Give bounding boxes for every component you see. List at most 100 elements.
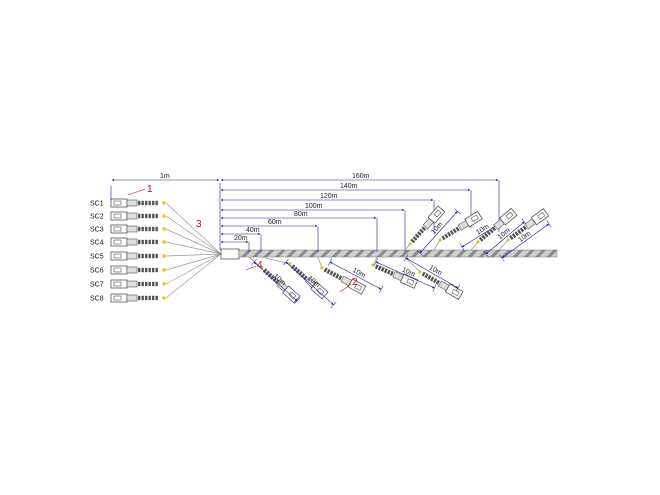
- boot-rib: [380, 266, 385, 272]
- boot-rib: [141, 239, 144, 245]
- sc-ferrule: [113, 226, 122, 232]
- boot-rib: [155, 295, 158, 301]
- boot-rib: [335, 273, 340, 279]
- sc-connector-2: SC2: [90, 211, 166, 221]
- boot-tip: [320, 266, 324, 270]
- fanout-wire: [165, 253, 222, 299]
- boot-rib: [449, 230, 455, 236]
- sc-connector-6: SC6: [90, 265, 166, 275]
- sc-label: SC5: [90, 254, 104, 261]
- boot-rib: [152, 213, 155, 219]
- sc-label: SC6: [90, 268, 104, 275]
- drop-branch: 10m: [433, 210, 507, 251]
- sc-label: SC7: [90, 282, 104, 289]
- boot-rib: [455, 226, 460, 232]
- boot-rib: [148, 253, 151, 259]
- drop-cable: [433, 239, 441, 251]
- boot-tip: [162, 227, 166, 231]
- fanout-wires: [165, 202, 222, 299]
- boot-rib: [148, 295, 151, 301]
- boot-rib: [145, 239, 148, 245]
- boot-rib: [424, 273, 429, 279]
- boot-rib: [412, 236, 418, 241]
- callout-3: 3: [196, 219, 202, 230]
- fanout-wire: [165, 241, 222, 255]
- sc-body: [126, 280, 138, 288]
- boot-rib: [138, 239, 141, 245]
- fanout-wire: [165, 253, 222, 285]
- sc-label: SC4: [90, 240, 104, 247]
- dimension-lines: 1m 160m 140m 120m 100m 80m 60m: [110, 173, 500, 252]
- sc-body: [126, 225, 138, 233]
- boot-rib: [148, 281, 151, 287]
- boot-rib: [329, 270, 334, 276]
- boot-tip: [162, 214, 166, 218]
- sc-body: [126, 212, 138, 220]
- drop-connector: [438, 210, 483, 242]
- dim-label-120m: 120m: [320, 193, 338, 200]
- fanout-wire: [165, 228, 222, 255]
- boot-rib: [138, 253, 141, 259]
- boot-rib: [155, 239, 158, 245]
- sc-body: [126, 252, 138, 260]
- boot-tip: [162, 282, 166, 286]
- callout-2: 2: [352, 277, 358, 288]
- boot-rib: [446, 231, 452, 237]
- boot-rib: [155, 213, 158, 219]
- sc-body: [126, 294, 138, 302]
- boot-rib: [155, 281, 158, 287]
- sc-label: SC8: [90, 296, 104, 303]
- boot-rib: [138, 295, 141, 301]
- sc-connector-1: SC1: [90, 198, 166, 208]
- boot-rib: [374, 264, 379, 270]
- boot-rib: [145, 226, 148, 232]
- boot-rib: [155, 253, 158, 259]
- sc-connector-7: SC7: [90, 279, 166, 289]
- sc-label: SC1: [90, 201, 104, 208]
- sc-body: [126, 199, 138, 207]
- dim-label-1m: 1m: [160, 173, 170, 180]
- dim-line-10m: [329, 261, 382, 290]
- boot-tip: [476, 240, 480, 244]
- sc-ferrule: [470, 214, 479, 222]
- boot-rib: [145, 267, 148, 273]
- boot-tip: [162, 296, 166, 300]
- boot-rib: [138, 226, 141, 232]
- boot-rib: [141, 213, 144, 219]
- drop-dimension: 10m: [374, 258, 437, 292]
- fanout-wire: [165, 253, 222, 271]
- boot-rib: [383, 268, 388, 274]
- sc-label: SC3: [90, 227, 104, 234]
- dim-line-10m: [285, 261, 334, 306]
- boot-tip: [162, 240, 166, 244]
- splitter-box: [220, 248, 240, 260]
- sc-ferrule: [113, 295, 122, 301]
- boot-rib: [432, 278, 438, 284]
- sc-body: [126, 238, 138, 246]
- dim-label-10m: 10m: [475, 223, 490, 236]
- callouts: 1 3 4 2: [127, 184, 358, 293]
- boot-rib: [377, 265, 382, 271]
- sc-ferrule: [505, 211, 514, 220]
- boot-rib: [141, 295, 144, 301]
- boot-rib: [145, 295, 148, 301]
- boot-tip: [162, 254, 166, 258]
- boot-rib: [138, 200, 141, 206]
- sc-ferrule: [113, 267, 122, 273]
- boot-rib: [138, 213, 141, 219]
- boot-rib: [138, 281, 141, 287]
- sc-ferrule: [113, 253, 122, 259]
- boot-rib: [332, 272, 337, 278]
- sc-label: SC2: [90, 214, 104, 221]
- boot-rib: [452, 228, 457, 234]
- boot-rib: [145, 253, 148, 259]
- boot-rib: [427, 274, 432, 280]
- boot-rib: [152, 281, 155, 287]
- boot-tip: [408, 242, 412, 246]
- boot-tip: [162, 201, 166, 205]
- boot-rib: [152, 295, 155, 301]
- sc-ferrule: [113, 213, 122, 219]
- boot-rib: [155, 200, 158, 206]
